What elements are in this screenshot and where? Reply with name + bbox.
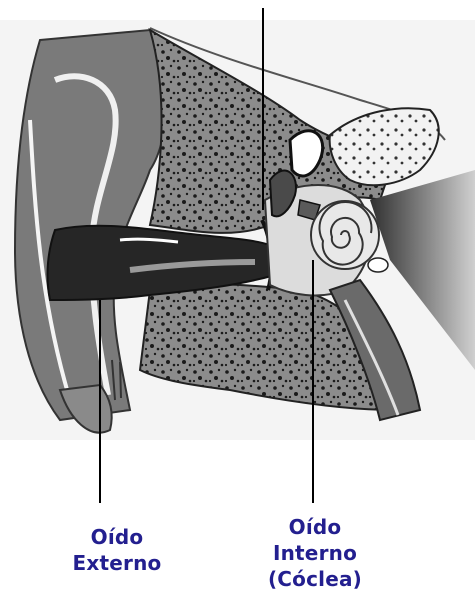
- label-inner-ear-line2: Interno: [255, 540, 375, 566]
- label-inner-ear-line1: Oído: [255, 514, 375, 540]
- label-outer-ear-line2: Externo: [62, 550, 172, 576]
- label-inner-ear: Oído Interno (Cóclea): [255, 514, 375, 592]
- label-outer-ear: Oído Externo: [62, 524, 172, 576]
- nerve-opening: [368, 258, 388, 272]
- label-outer-ear-line1: Oído: [62, 524, 172, 550]
- label-inner-ear-line3: (Cóclea): [255, 566, 375, 592]
